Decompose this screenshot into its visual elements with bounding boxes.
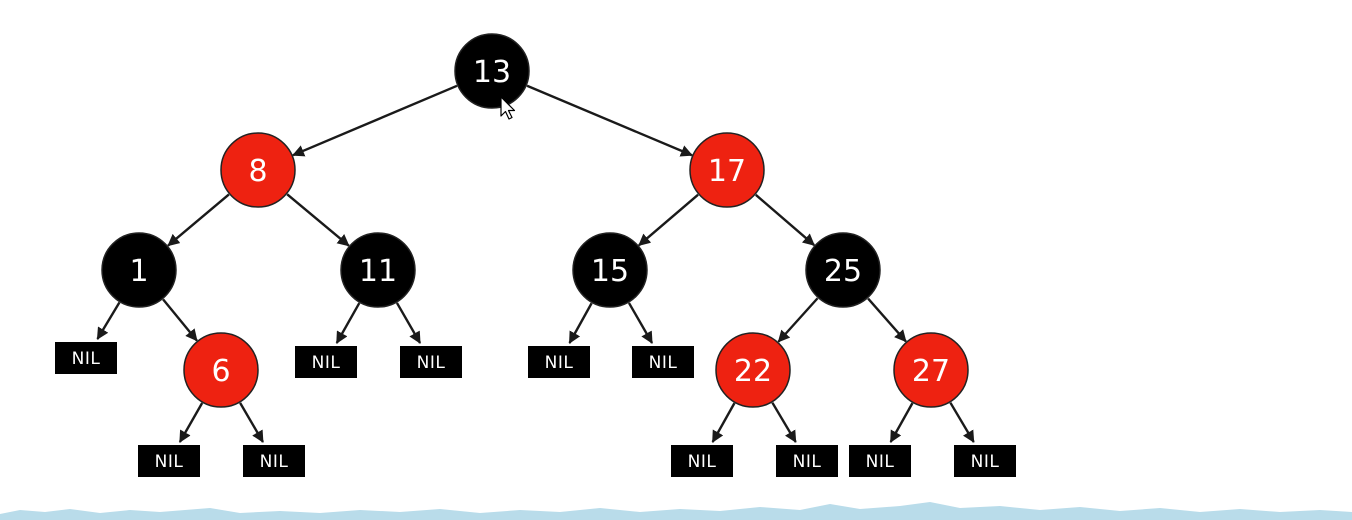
nil-label: NIL [545, 353, 574, 373]
edge-n13-n8 [292, 84, 458, 157]
nil-box [776, 445, 838, 477]
nil-leaf: NIL [400, 346, 462, 378]
node-circle [805, 232, 881, 308]
edge-n8-n11 [286, 193, 350, 247]
nil-leaf: NIL [671, 445, 733, 477]
nil-leaf: NIL [295, 346, 357, 378]
edge-n6-nil7 [239, 402, 264, 443]
node-circle [101, 232, 177, 308]
nil-box [671, 445, 733, 477]
node-label: 6 [211, 354, 230, 389]
node-label: 25 [824, 254, 862, 289]
tree-node-6: 6 [183, 332, 259, 408]
nil-leaf: NIL [138, 445, 200, 477]
tree-node-22: 22 [715, 332, 791, 408]
edge-n13-n17 [526, 84, 693, 157]
nil-box [954, 445, 1016, 477]
bottom-strip-wave [0, 502, 1352, 520]
node-label: 22 [734, 354, 772, 389]
node-label: 8 [248, 154, 267, 189]
edge-n27-nil10 [889, 402, 914, 443]
bottom-strip [0, 502, 1352, 520]
nil-leaf: NIL [954, 445, 1016, 477]
nil-label: NIL [155, 452, 184, 472]
edge-n27-nil11 [949, 402, 975, 443]
edge-n17-n15 [638, 193, 699, 247]
nil-label: NIL [866, 452, 895, 472]
tree-node-15: 15 [572, 232, 648, 308]
node-circle [454, 33, 530, 109]
nil-label: NIL [260, 452, 289, 472]
node-circle [340, 232, 416, 308]
edge-n1-n6 [162, 298, 198, 342]
nil-leaf: NIL [849, 445, 911, 477]
tree-node-25: 25 [805, 232, 881, 308]
edge-n22-nil8 [711, 402, 736, 443]
nil-label: NIL [971, 452, 1000, 472]
node-label: 1 [129, 254, 148, 289]
edge-n25-n22 [777, 297, 819, 343]
node-circle [572, 232, 648, 308]
nil-box [632, 346, 694, 378]
tree-node-27: 27 [893, 332, 969, 408]
node-circle [689, 132, 765, 208]
nil-box [295, 346, 357, 378]
node-circle [715, 332, 791, 408]
nil-label: NIL [72, 349, 101, 369]
nil-leaf: NIL [243, 445, 305, 477]
nil-label: NIL [649, 353, 678, 373]
edges-layer [96, 84, 975, 443]
edge-n11-nil2 [335, 302, 361, 344]
nil-label: NIL [793, 452, 822, 472]
tree-node-1: 1 [101, 232, 177, 308]
edge-n15-nil4 [568, 302, 593, 344]
edge-n17-n25 [754, 193, 816, 247]
edge-n22-nil9 [771, 402, 797, 443]
nil-leaf: NIL [528, 346, 590, 378]
nil-box [55, 342, 117, 374]
nil-label: NIL [417, 353, 446, 373]
nil-label: NIL [688, 452, 717, 472]
edge-n1-nil1 [96, 301, 121, 340]
node-label: 15 [591, 254, 629, 289]
node-circle [220, 132, 296, 208]
nil-label: NIL [312, 353, 341, 373]
tree-node-17: 17 [689, 132, 765, 208]
nil-leaf: NIL [776, 445, 838, 477]
edge-n11-nil3 [395, 302, 422, 344]
nil-leaf: NIL [55, 342, 117, 374]
nil-box [243, 445, 305, 477]
tree-node-13: 13 [454, 33, 530, 109]
node-label: 27 [912, 354, 950, 389]
nil-box [138, 445, 200, 477]
node-label: 11 [359, 254, 397, 289]
node-circle [893, 332, 969, 408]
nil-box [528, 346, 590, 378]
nil-box [849, 445, 911, 477]
nil-box [400, 346, 462, 378]
tree-node-11: 11 [340, 232, 416, 308]
node-label: 17 [708, 154, 746, 189]
edge-n6-nil6 [178, 402, 204, 443]
edge-n15-nil5 [627, 302, 654, 344]
node-label: 13 [473, 55, 511, 90]
edge-n25-n27 [867, 297, 907, 343]
tree-node-8: 8 [220, 132, 296, 208]
node-circle [183, 332, 259, 408]
nil-leaf: NIL [632, 346, 694, 378]
edge-n8-n1 [167, 193, 230, 247]
mouse-cursor-icon [500, 96, 516, 120]
